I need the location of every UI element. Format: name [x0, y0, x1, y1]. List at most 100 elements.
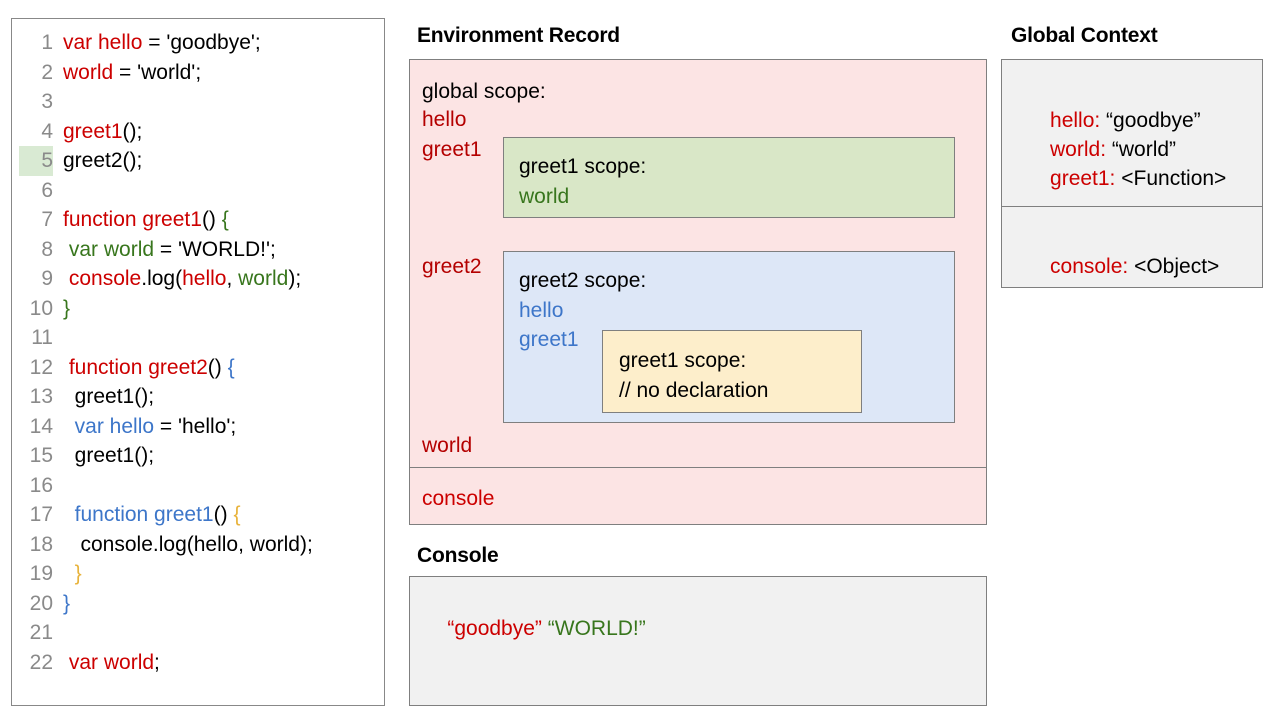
line-number: 7 [41, 208, 53, 231]
code-line[interactable]: 18 console.log(hello, world); [19, 530, 384, 560]
code-token: greet1(); [63, 444, 155, 467]
code-text: greet2(); [63, 149, 142, 172]
code-text: console.log(hello, world); [63, 267, 301, 290]
code-token: function greet1 [74, 503, 214, 526]
code-token: console.log(hello, world); [63, 532, 313, 556]
code-token: { [221, 208, 229, 231]
code-line[interactable]: 2 world = 'world'; [19, 58, 384, 88]
code-text: greet1(); [63, 444, 154, 467]
global-binding-hello: hello [422, 108, 467, 131]
code-token: ); [288, 267, 302, 290]
line-number: 3 [41, 90, 53, 113]
code-token: = 'world'; [113, 60, 202, 84]
global-context-row-hello: hello: “goodbye” [1015, 79, 1201, 163]
global-context-value-console: <Object> [1128, 255, 1220, 278]
code-token: () [201, 208, 222, 231]
line-number: 13 [29, 385, 53, 408]
greet1-scope-binding-world: world [519, 185, 570, 208]
code-text: var world = 'WORLD!'; [63, 238, 276, 261]
line-number: 10 [29, 296, 53, 320]
line-number: 9 [41, 267, 53, 290]
code-line[interactable]: 11 [19, 323, 384, 353]
code-token: } [63, 591, 71, 615]
global-binding-greet1: greet1 [422, 138, 482, 161]
code-token: function greet1 [63, 208, 202, 231]
line-number: 4 [41, 119, 53, 143]
greet2-scope-binding-greet1: greet1 [519, 328, 579, 351]
global-context-row-greet1: greet1: <Function> [1015, 137, 1226, 221]
code-token [63, 562, 75, 585]
code-token: () [213, 503, 234, 526]
line-number: 20 [29, 591, 53, 615]
code-token: console [68, 267, 142, 290]
code-text: function greet1() { [63, 208, 229, 231]
line-number: 14 [29, 414, 53, 438]
code-token: } [74, 562, 82, 585]
code-line[interactable]: 12 function greet2() { [19, 353, 384, 383]
code-line[interactable]: 19 } [19, 559, 384, 589]
line-number: 11 [31, 326, 53, 349]
code-text: var hello = 'hello'; [63, 414, 237, 438]
code-line[interactable]: 21 [19, 618, 384, 648]
code-line[interactable]: 8 var world = 'WORLD!'; [19, 235, 384, 265]
console-output-line: “goodbye” “WORLD!” [424, 593, 646, 665]
code-line[interactable]: 3 [19, 87, 384, 117]
line-number: 15 [29, 444, 53, 467]
global-context-key-console: console: [1050, 255, 1129, 278]
global-context-value-world: “world” [1106, 138, 1177, 161]
code-line[interactable]: 20} [19, 589, 384, 619]
code-token: } [63, 296, 71, 320]
line-number: 5 [19, 146, 53, 176]
code-token: greet2(); [63, 149, 143, 172]
code-line[interactable]: 6 [19, 176, 384, 206]
code-line[interactable]: 14 var hello = 'hello'; [19, 412, 384, 442]
greet2-scope-box: greet2 scope: hello greet1 greet1 scope:… [503, 251, 955, 423]
code-token: world [238, 267, 289, 290]
environment-record-title: Environment Record [417, 24, 620, 47]
environment-record-console-region: console [410, 468, 986, 524]
greet1-inner-scope-note: // no declaration [619, 379, 769, 402]
greet1-scope-box: greet1 scope: world [503, 137, 955, 218]
code-line[interactable]: 13 greet1(); [19, 382, 384, 412]
line-number: 19 [29, 562, 53, 585]
global-context-objects-region: console: <Object> [1002, 207, 1262, 287]
code-text: function greet1() { [63, 503, 241, 526]
code-line[interactable]: 22 var world; [19, 648, 384, 678]
code-text: console.log(hello, world); [63, 533, 313, 556]
line-number: 17 [29, 503, 53, 526]
code-token: var hello [74, 414, 155, 438]
code-line[interactable]: 7 function greet1() { [19, 205, 384, 235]
global-context-key-world: world: [1050, 138, 1107, 161]
code-token: var world [68, 237, 155, 261]
code-line[interactable]: 9 console.log(hello, world); [19, 264, 384, 294]
console-output-panel: “goodbye” “WORLD!” [409, 576, 987, 706]
global-binding-world: world [422, 434, 473, 457]
code-line[interactable]: 17 function greet1() { [19, 500, 384, 530]
code-line[interactable]: 5 greet2(); [19, 146, 384, 176]
code-text: greet1(); [63, 385, 154, 408]
code-token: .log( [141, 267, 183, 290]
code-text: } [63, 562, 82, 585]
line-number: 18 [29, 532, 53, 556]
greet2-scope-header: greet2 scope: [519, 269, 647, 292]
line-number: 2 [41, 60, 53, 84]
code-line[interactable]: 15 greet1(); [19, 441, 384, 471]
line-number: 21 [29, 621, 53, 644]
global-context-value-hello: “goodbye” [1100, 109, 1201, 132]
code-token: var world [68, 650, 155, 674]
code-line[interactable]: 16 [19, 471, 384, 501]
code-text: } [63, 592, 70, 615]
code-token: = 'hello'; [154, 414, 237, 438]
global-scope-region: global scope: hello greet1 greet2 world … [410, 60, 986, 468]
line-number: 8 [41, 237, 53, 261]
console-output-world: “WORLD!” [547, 617, 646, 640]
code-line[interactable]: 10} [19, 294, 384, 324]
code-token: world [63, 60, 114, 84]
code-token: ; [154, 650, 160, 674]
code-token: greet1 [63, 119, 123, 143]
code-token: = 'goodbye'; [142, 31, 261, 54]
code-text: function greet2() { [63, 356, 235, 379]
